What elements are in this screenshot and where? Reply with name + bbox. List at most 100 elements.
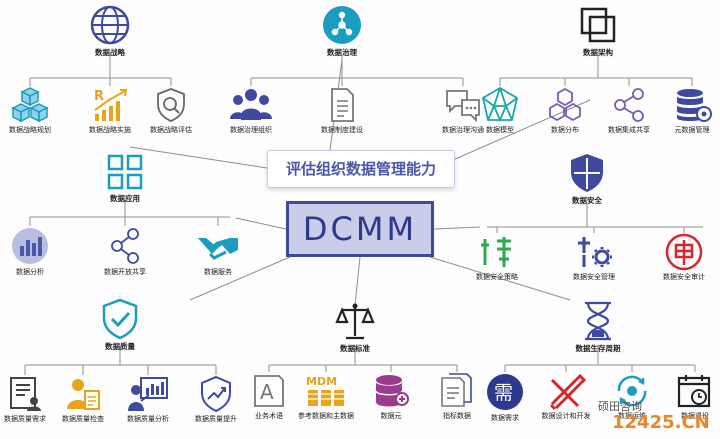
item-application-service: 数据服务 xyxy=(173,226,263,277)
item-lifecycle-retire: 数据退役 xyxy=(650,372,720,421)
item-lifecycle-design: 数据设计和开发 xyxy=(521,372,611,421)
item-label: 参考数据和主数据 xyxy=(298,412,354,420)
item-label: 数据退役 xyxy=(681,412,709,420)
category-security: 数据安全 xyxy=(542,152,632,205)
item-lifecycle-demand: 需 数据需求 xyxy=(460,372,550,423)
item-quality-analysis: 数据质量分析 xyxy=(103,375,193,424)
item-architecture-metadata: 元数据管理 xyxy=(647,86,720,135)
grid-icon xyxy=(107,154,143,190)
item-label: 数据元 xyxy=(380,412,402,420)
network-node-icon xyxy=(323,6,361,44)
item-label: 数据质量检查 xyxy=(62,415,104,423)
inspect-icon xyxy=(67,379,100,410)
cubes-icon xyxy=(11,87,49,123)
item-label: 指标数据 xyxy=(443,412,471,420)
bar-chart-icon xyxy=(12,228,48,264)
item-label: 数据安全策略 xyxy=(476,273,518,281)
svg-text:需: 需 xyxy=(494,382,513,404)
item-label: 数据治理组织 xyxy=(230,126,272,134)
requirement-icon xyxy=(10,377,41,411)
item-governance-organization: 数据治理组织 xyxy=(206,86,296,135)
category-architecture-label: 数据架构 xyxy=(583,48,613,57)
item-application-open-sharing: 数据开放共享 xyxy=(80,226,170,277)
center-main-box: DCMM xyxy=(286,201,434,257)
chat-icon xyxy=(446,90,480,123)
category-standard: 数据标准 xyxy=(310,300,400,353)
item-label: 业务术语 xyxy=(255,412,283,420)
layers-icon xyxy=(580,7,616,43)
item-label: 数据质量分析 xyxy=(127,415,169,423)
svg-text:MDM: MDM xyxy=(306,375,337,388)
item-governance-policy: 数据制度建设 xyxy=(297,86,387,135)
indicator-icon xyxy=(441,373,472,407)
hourglass-icon xyxy=(585,301,611,341)
handshake-icon xyxy=(198,238,238,260)
presentation-icon xyxy=(128,377,168,411)
category-application: 数据应用 xyxy=(80,152,170,203)
watermark-text-1: 硕田咨询 xyxy=(598,398,642,414)
item-architecture-distribution: 数据分布 xyxy=(520,86,610,135)
watermark-text-1-label: 硕田咨询 xyxy=(598,400,642,413)
share-icon xyxy=(111,228,139,264)
center-title-box: 评估组织数据管理能力 xyxy=(267,150,455,188)
item-label: 数据分布 xyxy=(551,126,579,134)
item-standard-indicator-data: 指标数据 xyxy=(412,372,502,421)
item-quality-improvement: 数据质量提升 xyxy=(171,375,261,424)
design-icon xyxy=(550,373,586,410)
item-security-audit: 数据安全审计 xyxy=(639,233,720,282)
audit-icon xyxy=(665,233,703,271)
item-label: 数据开放共享 xyxy=(104,268,146,276)
strategy-icon xyxy=(481,237,511,267)
item-standard-data-element: 数据元 xyxy=(346,372,436,421)
item-strategy-evaluation: 数据战略评估 xyxy=(126,86,216,135)
item-standard-business-terms: A 业务术语 xyxy=(224,372,314,421)
category-governance: 数据治理 xyxy=(297,4,387,57)
item-governance-communication: 数据治理沟通 xyxy=(418,86,508,135)
item-label: 数据模型 xyxy=(486,126,514,134)
svg-text:R: R xyxy=(94,89,104,104)
item-security-management: 数据安全管理 xyxy=(549,233,639,282)
center-main-label: DCMM xyxy=(302,210,418,248)
improve-icon xyxy=(201,375,231,413)
prism-icon xyxy=(481,86,519,123)
mdm-icon: MDM xyxy=(306,375,344,406)
item-label: 数据设计和开发 xyxy=(541,412,591,420)
data-element-icon xyxy=(375,375,409,407)
item-quality-requirement: 数据质量需求 xyxy=(0,375,70,424)
team-icon xyxy=(230,89,272,120)
item-label: 数据需求 xyxy=(491,414,519,422)
share-icon xyxy=(614,88,644,122)
item-label: 数据质量提升 xyxy=(195,415,237,423)
database-icon xyxy=(677,89,712,122)
category-quality-label: 数据质量 xyxy=(105,342,135,351)
center-title: 评估组织数据管理能力 xyxy=(285,160,436,178)
item-security-strategy: 数据安全策略 xyxy=(452,233,542,282)
svg-text:A: A xyxy=(260,380,274,404)
shield-icon xyxy=(571,154,603,192)
category-lifecycle-label: 数据生存周期 xyxy=(575,344,621,353)
category-security-label: 数据安全 xyxy=(572,196,602,205)
item-application-analysis: 数据分析 xyxy=(0,226,75,277)
search-shield-icon xyxy=(157,88,185,122)
item-label: 数据制度建设 xyxy=(321,126,363,134)
watermark-text-2: 12425.CN xyxy=(612,412,710,433)
category-strategy: 数据战略 xyxy=(65,4,155,57)
growth-chart-icon: R xyxy=(94,89,128,121)
watermark-text-2-label: 12425.CN xyxy=(612,412,710,433)
document-icon xyxy=(331,88,354,122)
category-application-label: 数据应用 xyxy=(110,194,140,203)
scale-icon xyxy=(335,303,375,340)
item-architecture-integration: 数据集成共享 xyxy=(584,86,674,135)
item-label: 数据战略评估 xyxy=(150,126,192,134)
demand-icon: 需 xyxy=(487,374,523,410)
item-label: 数据分析 xyxy=(16,268,44,276)
globe-icon xyxy=(90,5,130,45)
item-quality-inspection: 数据质量检查 xyxy=(38,375,128,424)
category-lifecycle: 数据生存周期 xyxy=(553,300,643,353)
category-architecture: 数据架构 xyxy=(553,4,643,57)
shield-check-icon xyxy=(102,298,138,340)
item-strategy-planning: 数据战略规划 xyxy=(0,86,75,135)
item-label: 数据安全管理 xyxy=(573,273,615,281)
